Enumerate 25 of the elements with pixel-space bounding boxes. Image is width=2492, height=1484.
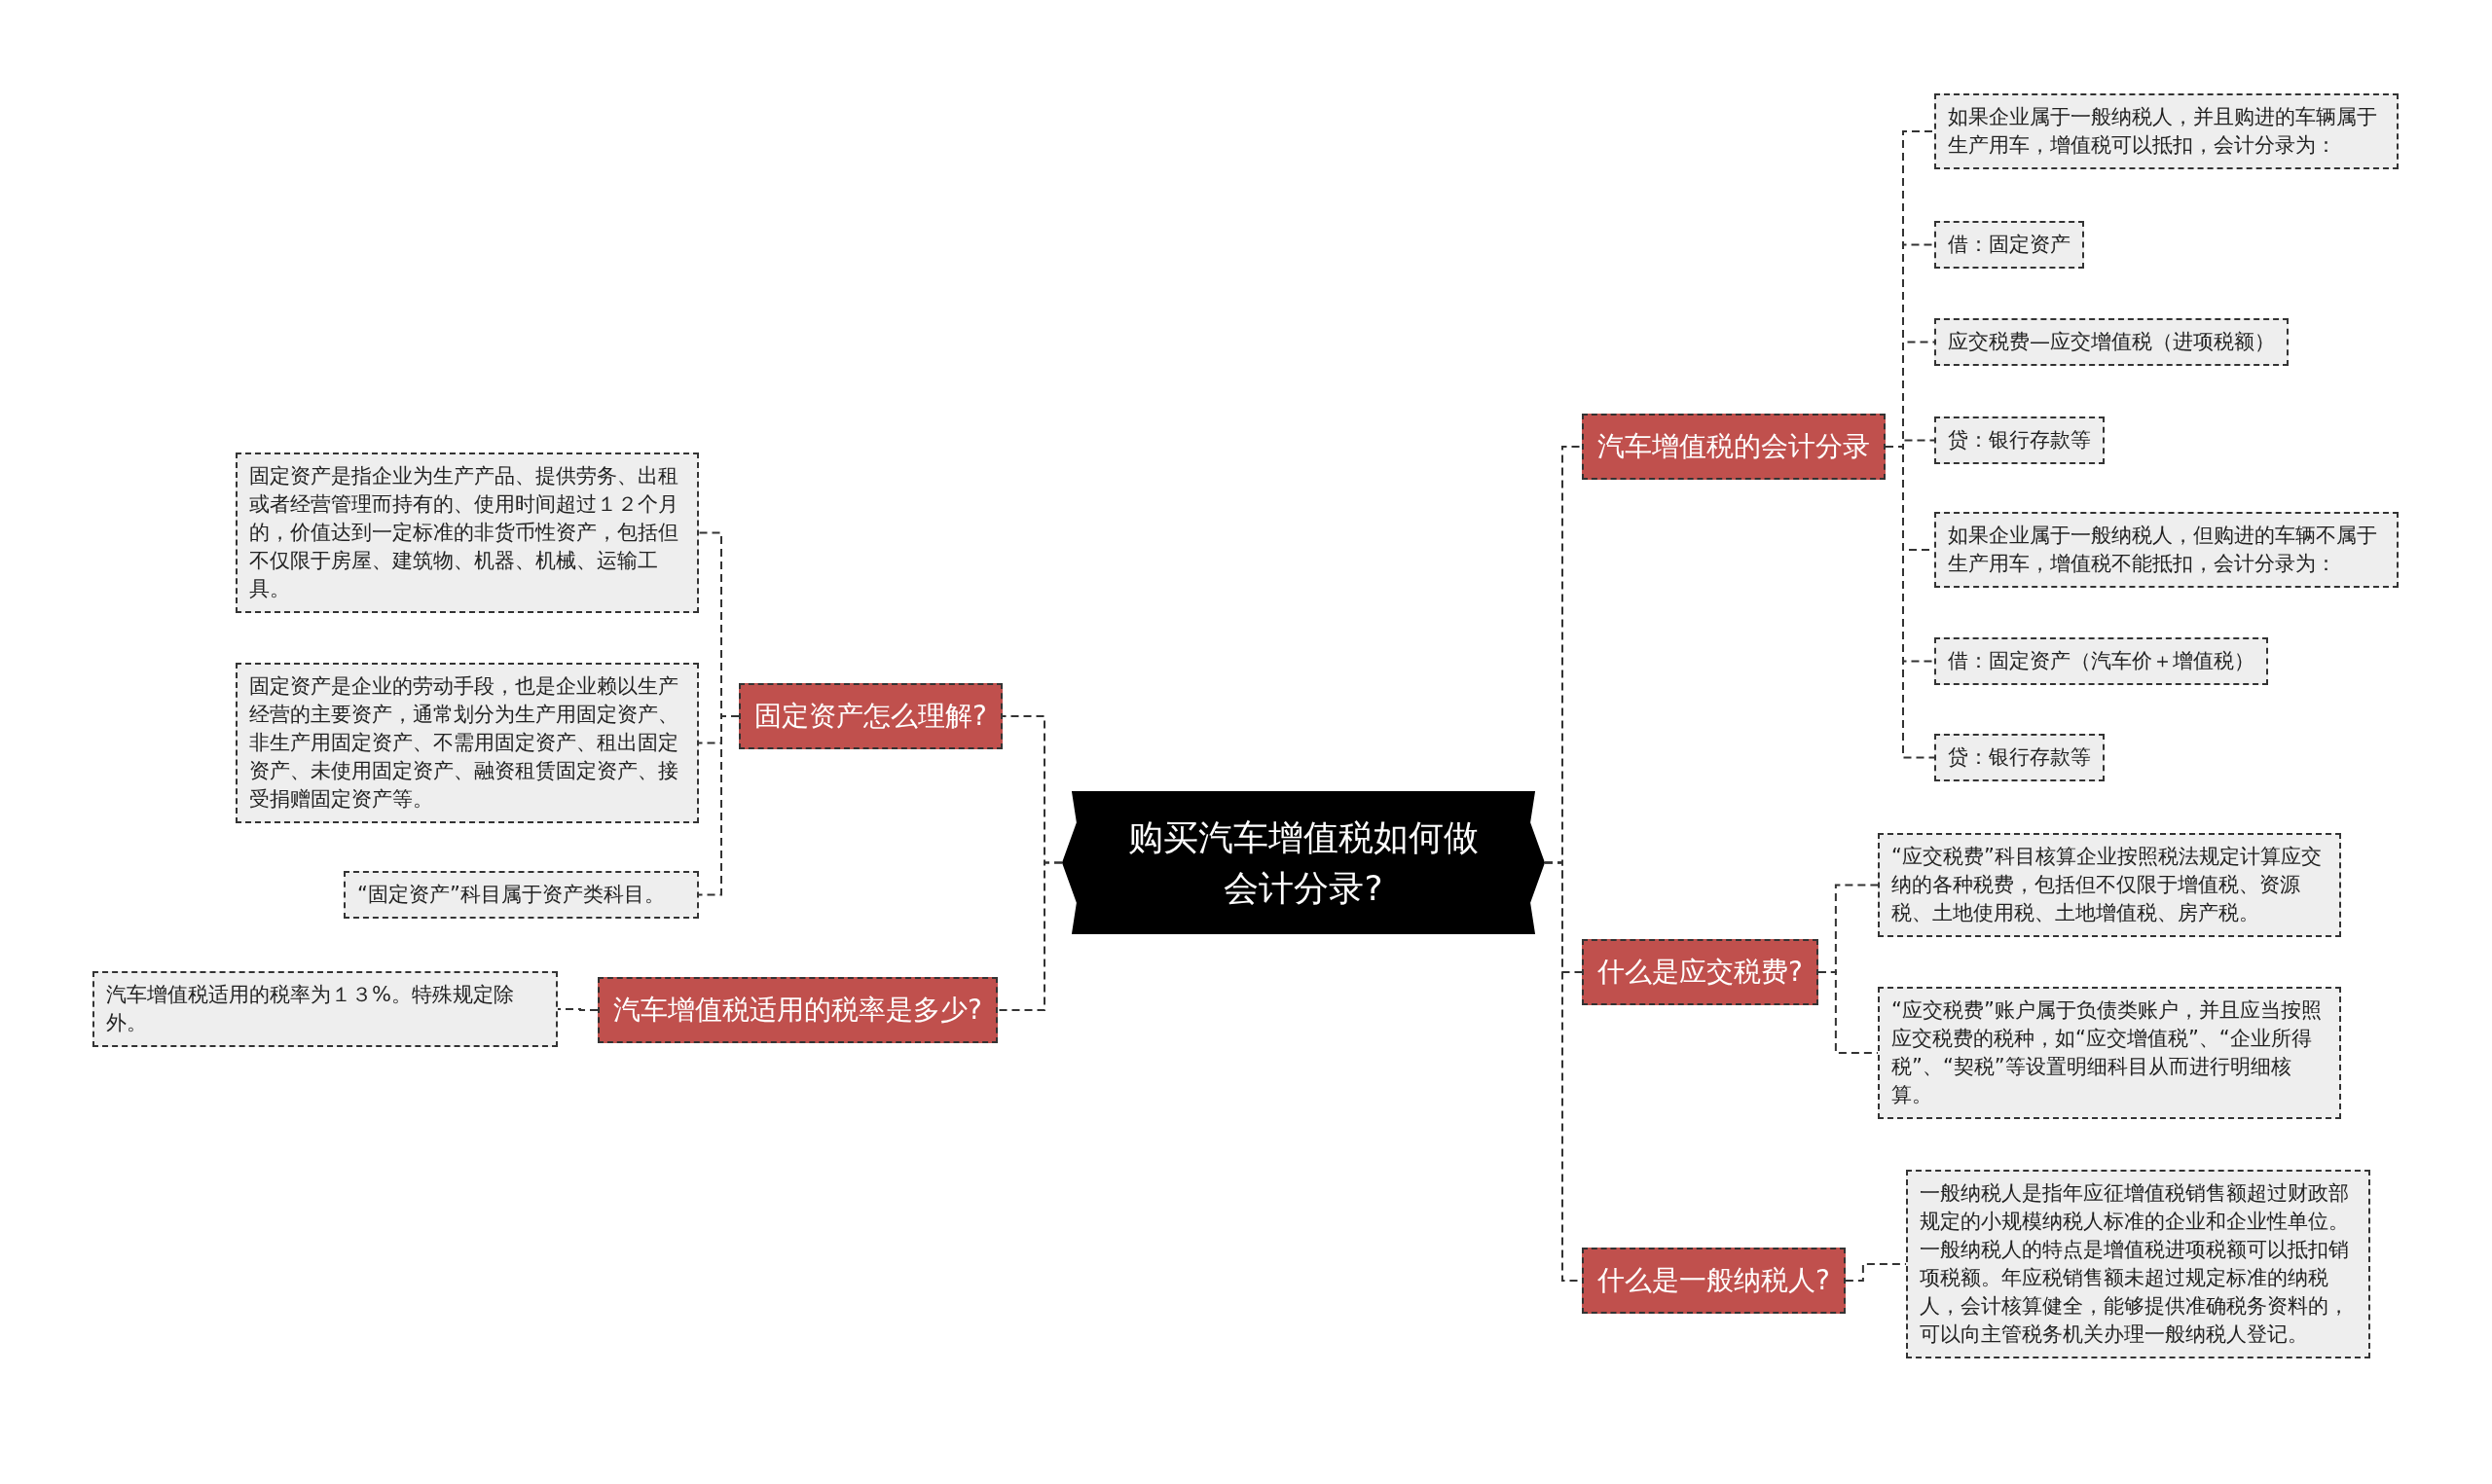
note-box: 一般纳税人是指年应征增值税销售额超过财政部规定的小规模纳税人标准的企业和企业性单位。一般纳税人的特点是增值税进项税额可以抵扣销项税额。年应税销售额未超过规定标准的纳税人，会计核算健全，能够提供准确税务资料的，可以向主管税务机关办理一般纳税人登记。 (1906, 1170, 2370, 1358)
connector-line (1816, 971, 1879, 1054)
topic-box: 什么是一般纳税人? (1582, 1248, 1846, 1314)
note-box: 贷：银行存款等 (1934, 416, 2105, 464)
note-box: 贷：银行存款等 (1934, 734, 2105, 781)
note-box: 如果企业属于一般纳税人，但购进的车辆不属于生产用车，增值税不能抵扣，会计分录为： (1934, 512, 2399, 588)
note-box: 如果企业属于一般纳税人，并且购进的车辆属于生产用车，增值税可以抵扣，会计分录为： (1934, 93, 2399, 169)
note-box: “应交税费”账户属于负债类账户，并且应当按照应交税费的税种，如“应交增值税”、“企业所得税”、“契税”等设置明细科目从而进行明细核算。 (1878, 987, 2341, 1119)
connector-line (557, 1008, 599, 1011)
note-box: 借：固定资产（汽车价＋增值税） (1934, 637, 2268, 685)
connector-line (1844, 1263, 1907, 1282)
central-topic: 购买汽车增值税如何做会计分录? (1062, 791, 1545, 934)
note-box: 汽车增值税适用的税率为１３%。特殊规定除外。 (92, 971, 558, 1047)
note-box: 固定资产是企业的劳动手段，也是企业赖以生产经营的主要资产，通常划分为生产用固定资产、非生产用固定资产、不需用固定资产、租出固定资产、未使用固定资产、融资租赁固定资产、接受捐赠固定资产等。 (236, 663, 699, 823)
topic-box: 汽车增值税适用的税率是多少? (598, 977, 998, 1043)
note-box: 固定资产是指企业为生产产品、提供劳务、出租或者经营管理而持有的、使用时间超过１２个月的，价值达到一定标准的非货币性资产，包括但不仅限于房屋、建筑物、机器、机械、运输工具。 (236, 452, 699, 613)
note-box: 借：固定资产 (1934, 221, 2084, 269)
topic-box: 汽车增值税的会计分录 (1582, 414, 1886, 480)
note-box: “应交税费”科目核算企业按照税法规定计算应交纳的各种税费，包括但不仅限于增值税、资源税、土地使用税、土地增值税、房产税。 (1878, 833, 2341, 937)
topic-box: 固定资产怎么理解? (739, 683, 1003, 749)
connector-line (1885, 446, 1935, 759)
connector-line (698, 715, 740, 896)
topic-box: 什么是应交税费? (1582, 939, 1818, 1005)
note-box: “固定资产”科目属于资产类科目。 (344, 871, 699, 919)
note-box: 应交税费—应交增值税（进项税额） (1934, 318, 2289, 366)
